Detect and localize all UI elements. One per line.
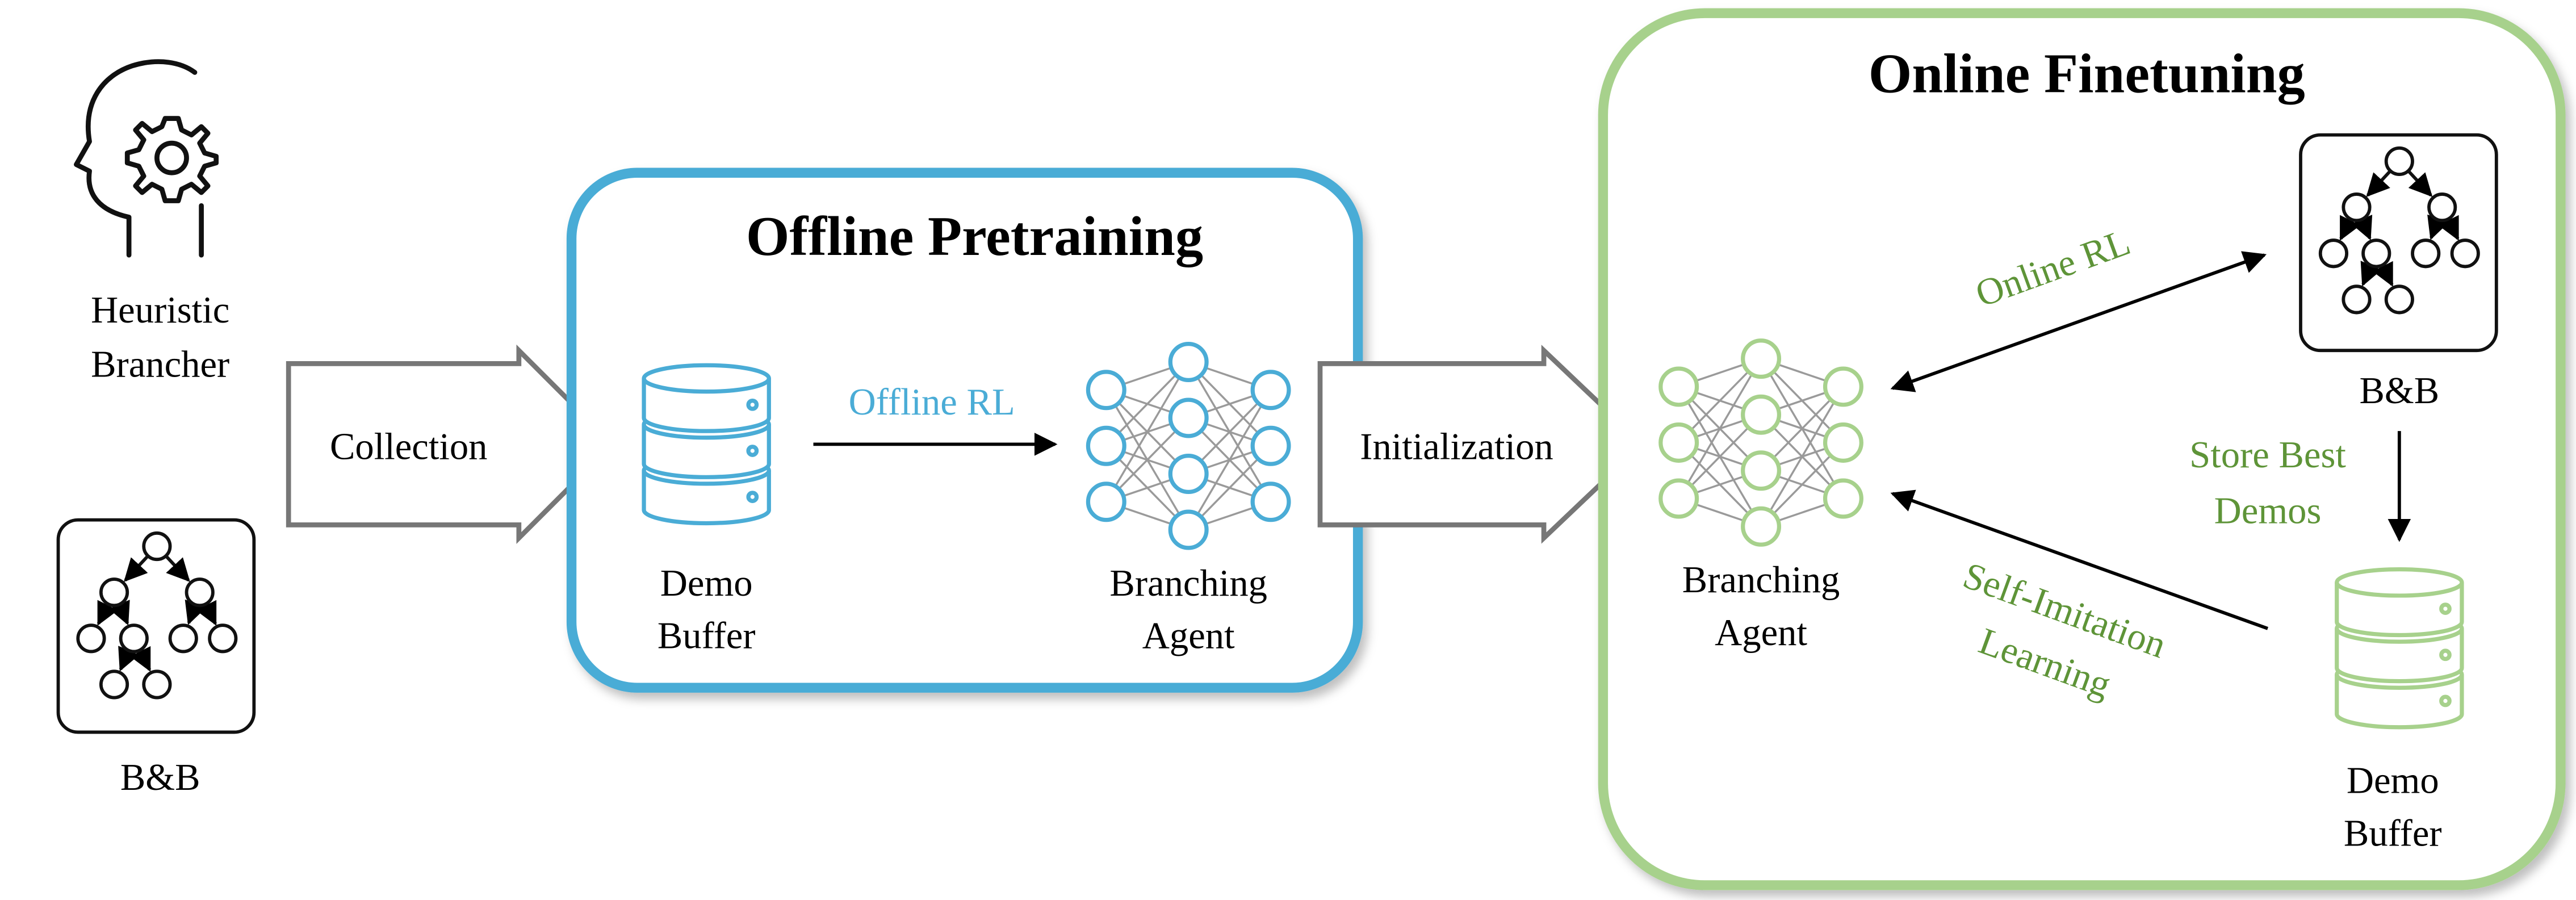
left-bnb-label: B&B bbox=[120, 757, 200, 798]
tree-edge bbox=[124, 555, 149, 582]
database-rim bbox=[2335, 567, 2464, 598]
offline-buffer-label-line2: Buffer bbox=[657, 616, 756, 657]
network-neuron bbox=[1741, 506, 1782, 547]
heuristic-label-line1: Heuristic bbox=[91, 290, 229, 331]
database-led bbox=[2439, 648, 2452, 662]
network-neuron bbox=[1741, 394, 1782, 435]
collection-arrow bbox=[286, 344, 617, 545]
store-best-label-line2: Demos bbox=[2214, 490, 2322, 531]
self-imitation-arrow bbox=[1890, 489, 2269, 630]
tree-edge bbox=[129, 646, 152, 672]
neural-network-icon bbox=[1086, 341, 1291, 550]
network-neuron bbox=[1823, 478, 1863, 519]
database-rim bbox=[642, 363, 771, 394]
database-led bbox=[746, 491, 759, 503]
network-neuron bbox=[1741, 338, 1782, 379]
tree-edge bbox=[2427, 214, 2449, 240]
tree-node bbox=[185, 577, 215, 608]
tree-edge bbox=[2438, 215, 2460, 241]
tree-node bbox=[2384, 146, 2414, 177]
neural-network-icon bbox=[1658, 338, 1863, 547]
tree-node bbox=[2342, 284, 2372, 315]
network-neuron bbox=[1823, 366, 1863, 407]
online-finetuning-title: Online Finetuning bbox=[1869, 43, 2305, 104]
tree-edge bbox=[2366, 169, 2392, 197]
network-neuron bbox=[1168, 341, 1209, 382]
database-icon bbox=[2335, 567, 2464, 730]
online-agent-label-line2: Agent bbox=[1715, 612, 1807, 654]
network-neuron bbox=[1086, 425, 1126, 466]
tree-edge bbox=[2339, 215, 2361, 241]
database-led bbox=[2439, 602, 2452, 615]
collection-label: Collection bbox=[330, 426, 488, 467]
database-led bbox=[746, 398, 759, 411]
tree-node bbox=[142, 531, 172, 562]
heuristic-label-line2: Brancher bbox=[91, 344, 229, 386]
online-rl-arrow bbox=[1890, 251, 2267, 392]
network-neuron bbox=[1168, 509, 1209, 550]
database-icon bbox=[642, 363, 771, 526]
online-agent-label-line1: Branching bbox=[1682, 559, 1840, 601]
tree-node bbox=[168, 623, 198, 654]
online-bnb-label: B&B bbox=[2359, 370, 2439, 412]
network-neuron bbox=[1658, 478, 1699, 519]
network-neuron bbox=[1823, 422, 1863, 463]
tree-edge bbox=[195, 600, 217, 626]
tree-node bbox=[2411, 238, 2441, 269]
store-best-label-line1: Store Best bbox=[2189, 434, 2346, 476]
database-led bbox=[2439, 694, 2452, 708]
network-edge bbox=[1678, 358, 1762, 499]
network-edge bbox=[1105, 361, 1189, 503]
offline-buffer-label-line1: Demo bbox=[660, 563, 753, 604]
tree-edge bbox=[2351, 215, 2373, 241]
network-neuron bbox=[1168, 397, 1209, 438]
network-edge bbox=[1760, 386, 1844, 528]
network-neuron bbox=[1168, 454, 1209, 495]
tree-icon bbox=[56, 518, 256, 734]
tree-edge bbox=[97, 600, 118, 626]
tree-node bbox=[2361, 238, 2391, 269]
network-neuron bbox=[1658, 422, 1699, 463]
network-neuron bbox=[1250, 482, 1291, 522]
initialization-label: Initialization bbox=[1360, 426, 1553, 467]
network-edge bbox=[1187, 389, 1272, 530]
tree-node bbox=[2427, 192, 2457, 223]
tree-node bbox=[2450, 238, 2480, 269]
heuristic-brancher-icon bbox=[74, 59, 219, 258]
offline-agent-label-line2: Agent bbox=[1142, 616, 1235, 657]
network-neuron bbox=[1658, 366, 1699, 407]
tree-icon bbox=[2299, 133, 2498, 353]
tree-edge bbox=[165, 555, 190, 582]
tree-node bbox=[142, 669, 172, 700]
tree-node bbox=[2342, 192, 2372, 223]
tree-edge bbox=[108, 600, 130, 626]
database-led bbox=[746, 445, 759, 457]
network-neuron bbox=[1250, 425, 1291, 466]
tree-node bbox=[76, 623, 106, 654]
online-buffer-label-line1: Demo bbox=[2347, 760, 2439, 802]
offline-agent-label-line1: Branching bbox=[1109, 563, 1267, 604]
network-neuron bbox=[1741, 450, 1782, 491]
offline-rl-label: Offline RL bbox=[849, 382, 1015, 423]
offline-pretraining-title: Offline Pretraining bbox=[746, 206, 1203, 267]
tree-node bbox=[208, 623, 238, 654]
tree-edge bbox=[185, 599, 207, 625]
tree-edge bbox=[2407, 169, 2433, 197]
tree-edge bbox=[2372, 261, 2394, 287]
tree-node bbox=[2318, 238, 2349, 269]
network-neuron bbox=[1250, 370, 1291, 411]
tree-node bbox=[119, 623, 149, 654]
tree-node bbox=[99, 669, 129, 700]
network-neuron bbox=[1086, 482, 1126, 522]
tree-edge bbox=[118, 646, 140, 672]
initialization-arrow bbox=[1317, 345, 1647, 544]
tree-node bbox=[99, 577, 129, 608]
online-buffer-label-line2: Buffer bbox=[2344, 813, 2442, 854]
tree-edge bbox=[2360, 261, 2382, 287]
tree-node bbox=[2384, 284, 2414, 315]
network-neuron bbox=[1086, 370, 1126, 411]
